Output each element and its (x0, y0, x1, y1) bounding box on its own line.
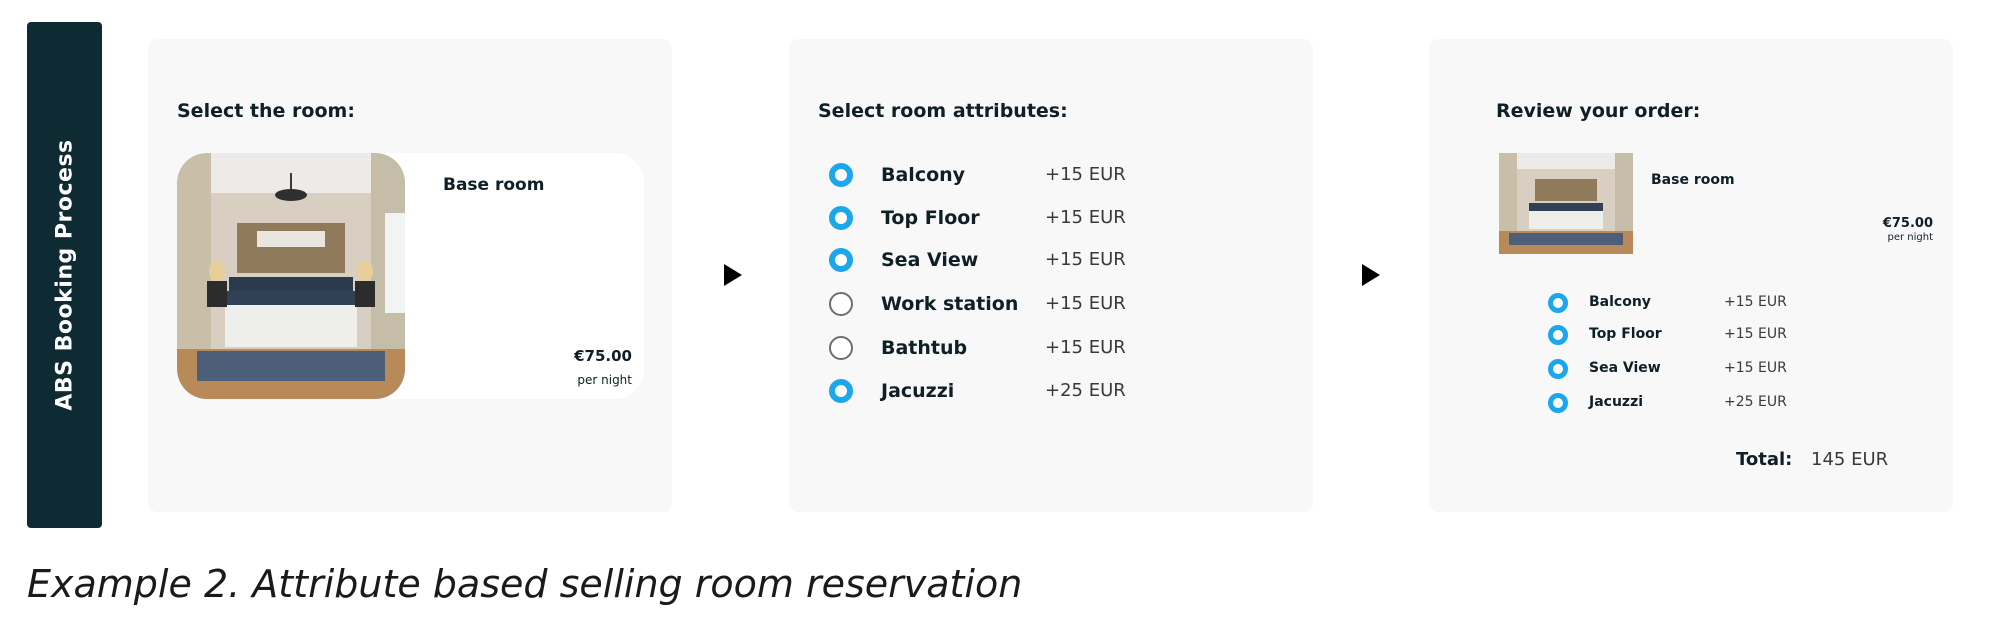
booking-process-sidebar: ABS Booking Process (27, 22, 102, 528)
radio-icon[interactable] (829, 248, 853, 272)
summary-item-price: +15 EUR (1724, 326, 1787, 342)
total-value: 145 EUR (1811, 449, 1889, 470)
figure-caption: Example 2. Attribute based selling room … (27, 562, 1023, 606)
room-card[interactable]: Base room €75.00 per night (177, 153, 644, 399)
attribute-name: Bathtub (881, 337, 968, 359)
room-thumbnail (1499, 153, 1633, 254)
attribute-name: Sea View (881, 249, 979, 271)
room-image (177, 153, 405, 399)
attribute-price: +15 EUR (1045, 164, 1126, 185)
total-label: Total: (1736, 449, 1793, 470)
attribute-name: Top Floor (881, 207, 980, 229)
attribute-name: Balcony (881, 164, 966, 186)
attribute-price: +15 EUR (1045, 207, 1126, 228)
summary-item-price: +15 EUR (1724, 360, 1787, 376)
attribute-price: +15 EUR (1045, 337, 1126, 358)
summary-item-price: +15 EUR (1724, 294, 1787, 310)
radio-icon (1548, 293, 1568, 313)
radio-icon (1548, 325, 1568, 345)
panel-title: Select the room: (177, 100, 355, 122)
radio-icon (1548, 359, 1568, 379)
attribute-price: +25 EUR (1045, 380, 1126, 401)
radio-icon[interactable] (829, 292, 853, 316)
room-price: €75.00 (574, 347, 632, 365)
room-name: Base room (443, 175, 545, 195)
panel-title: Review your order: (1496, 100, 1701, 122)
radio-icon (1548, 393, 1568, 413)
radio-icon[interactable] (829, 163, 853, 187)
panel-title: Select room attributes: (818, 100, 1068, 122)
summary-item-price: +25 EUR (1724, 394, 1787, 410)
play-arrow-icon (724, 264, 742, 286)
room-price-unit: per night (577, 373, 632, 387)
review-order-panel: Review your order: Base room €75.00 per … (1429, 39, 1953, 512)
radio-icon[interactable] (829, 379, 853, 403)
attribute-name: Work station (881, 293, 1019, 315)
room-attributes-panel: Select room attributes: Balcony +15 EUR … (789, 39, 1313, 512)
play-arrow-icon (1362, 264, 1380, 286)
radio-icon[interactable] (829, 206, 853, 230)
summary-room-price: €75.00 (1882, 216, 1933, 231)
summary-item-name: Sea View (1589, 360, 1661, 376)
summary-item-name: Top Floor (1589, 326, 1662, 342)
attribute-name: Jacuzzi (881, 380, 955, 402)
radio-icon[interactable] (829, 336, 853, 360)
attribute-price: +15 EUR (1045, 293, 1126, 314)
select-room-panel: Select the room: (148, 39, 672, 512)
summary-item-name: Balcony (1589, 294, 1651, 310)
attribute-price: +15 EUR (1045, 249, 1126, 270)
sidebar-title: ABS Booking Process (52, 139, 77, 411)
summary-room-price-unit: per night (1887, 232, 1933, 243)
summary-item-name: Jacuzzi (1589, 394, 1644, 410)
summary-room-name: Base room (1651, 172, 1735, 188)
